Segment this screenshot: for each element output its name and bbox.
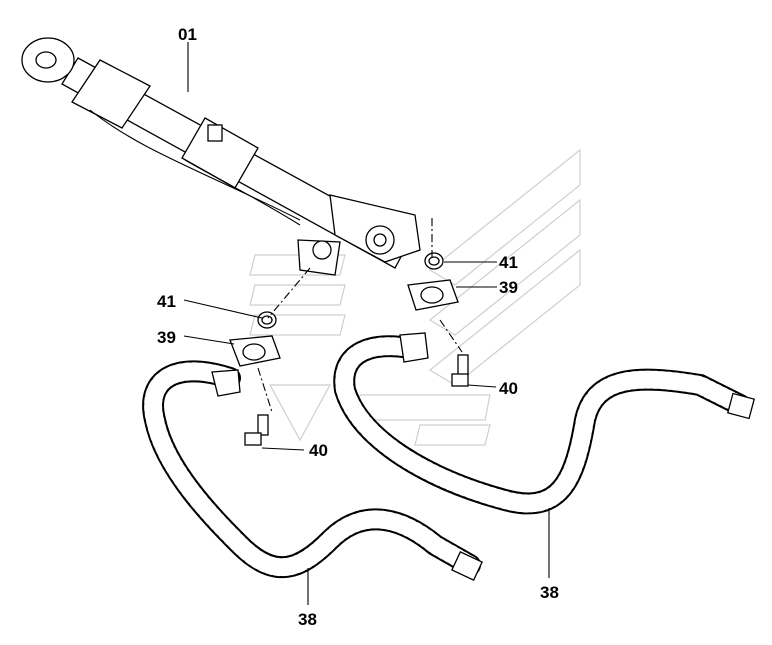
- callout-39-left: 39: [157, 328, 176, 347]
- callout-38-left: 38: [298, 610, 317, 629]
- callout-39-right: 39: [499, 278, 518, 297]
- callout-40-right: 40: [499, 379, 518, 398]
- callout-38-right: 38: [540, 583, 559, 602]
- callout-01: 01: [178, 25, 197, 44]
- leader-lines: [183, 42, 550, 605]
- callout-41-right: 41: [499, 253, 518, 272]
- o-ring-41: [257, 252, 444, 329]
- flange-39: [229, 279, 459, 367]
- bolt-40: [244, 354, 469, 446]
- hose-38-left: [142, 360, 483, 581]
- callout-41-left: 41: [157, 292, 176, 311]
- hose-38-right: [333, 332, 756, 515]
- hydraulic-cylinder: [21, 37, 421, 276]
- callout-40-left: 40: [309, 441, 328, 460]
